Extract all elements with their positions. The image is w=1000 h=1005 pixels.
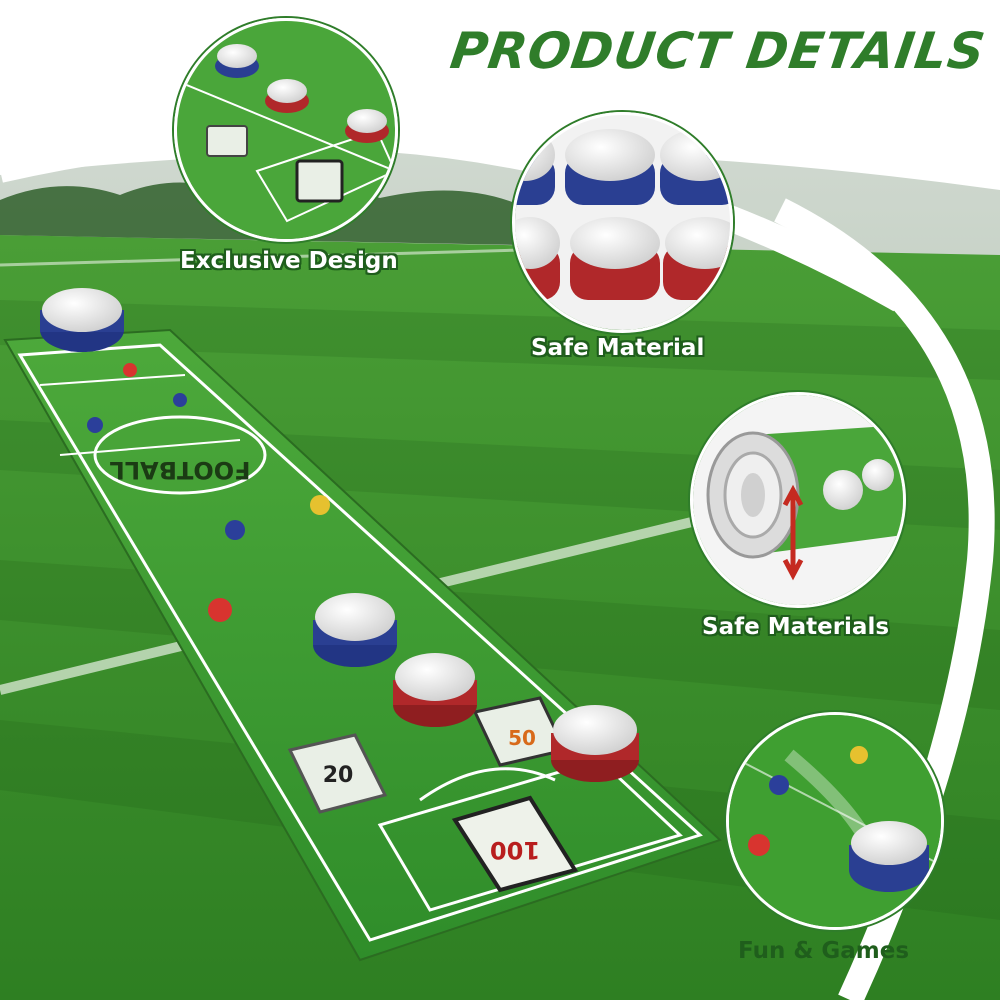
detail-circle-safe-materials: [690, 392, 906, 608]
score-tile-50: 50: [472, 696, 568, 767]
pucks-closeup-image: [515, 115, 730, 330]
gameplay-closeup-image: [729, 715, 941, 927]
label-exclusive-design: Exclusive Design: [180, 248, 398, 274]
detail-circle-safe-material: [512, 112, 733, 333]
svg-text:100: 100: [490, 836, 540, 864]
label-fun-games: Fun & Games: [738, 938, 910, 964]
puck-blue-top: [40, 288, 124, 352]
page-title: PRODUCT DETAILS: [446, 22, 990, 80]
score-tile-20: 20: [287, 733, 388, 814]
puck-red-front: [551, 705, 639, 782]
label-safe-materials: Safe Materials: [702, 614, 890, 640]
rolled-mat-image: [693, 395, 903, 605]
detail-circle-exclusive-design: [174, 18, 398, 242]
puck-blue-middle: [313, 593, 397, 667]
svg-text:50: 50: [508, 726, 536, 750]
score-tile-100: 100: [451, 795, 579, 893]
detail-circle-fun-games: [726, 712, 944, 930]
mat-closeup-image: [177, 21, 395, 239]
svg-text:20: 20: [323, 763, 354, 788]
puck-red-middle: [393, 653, 477, 727]
mat-center-text: FOOTBALL: [109, 456, 250, 484]
label-safe-material: Safe Material: [531, 335, 705, 361]
